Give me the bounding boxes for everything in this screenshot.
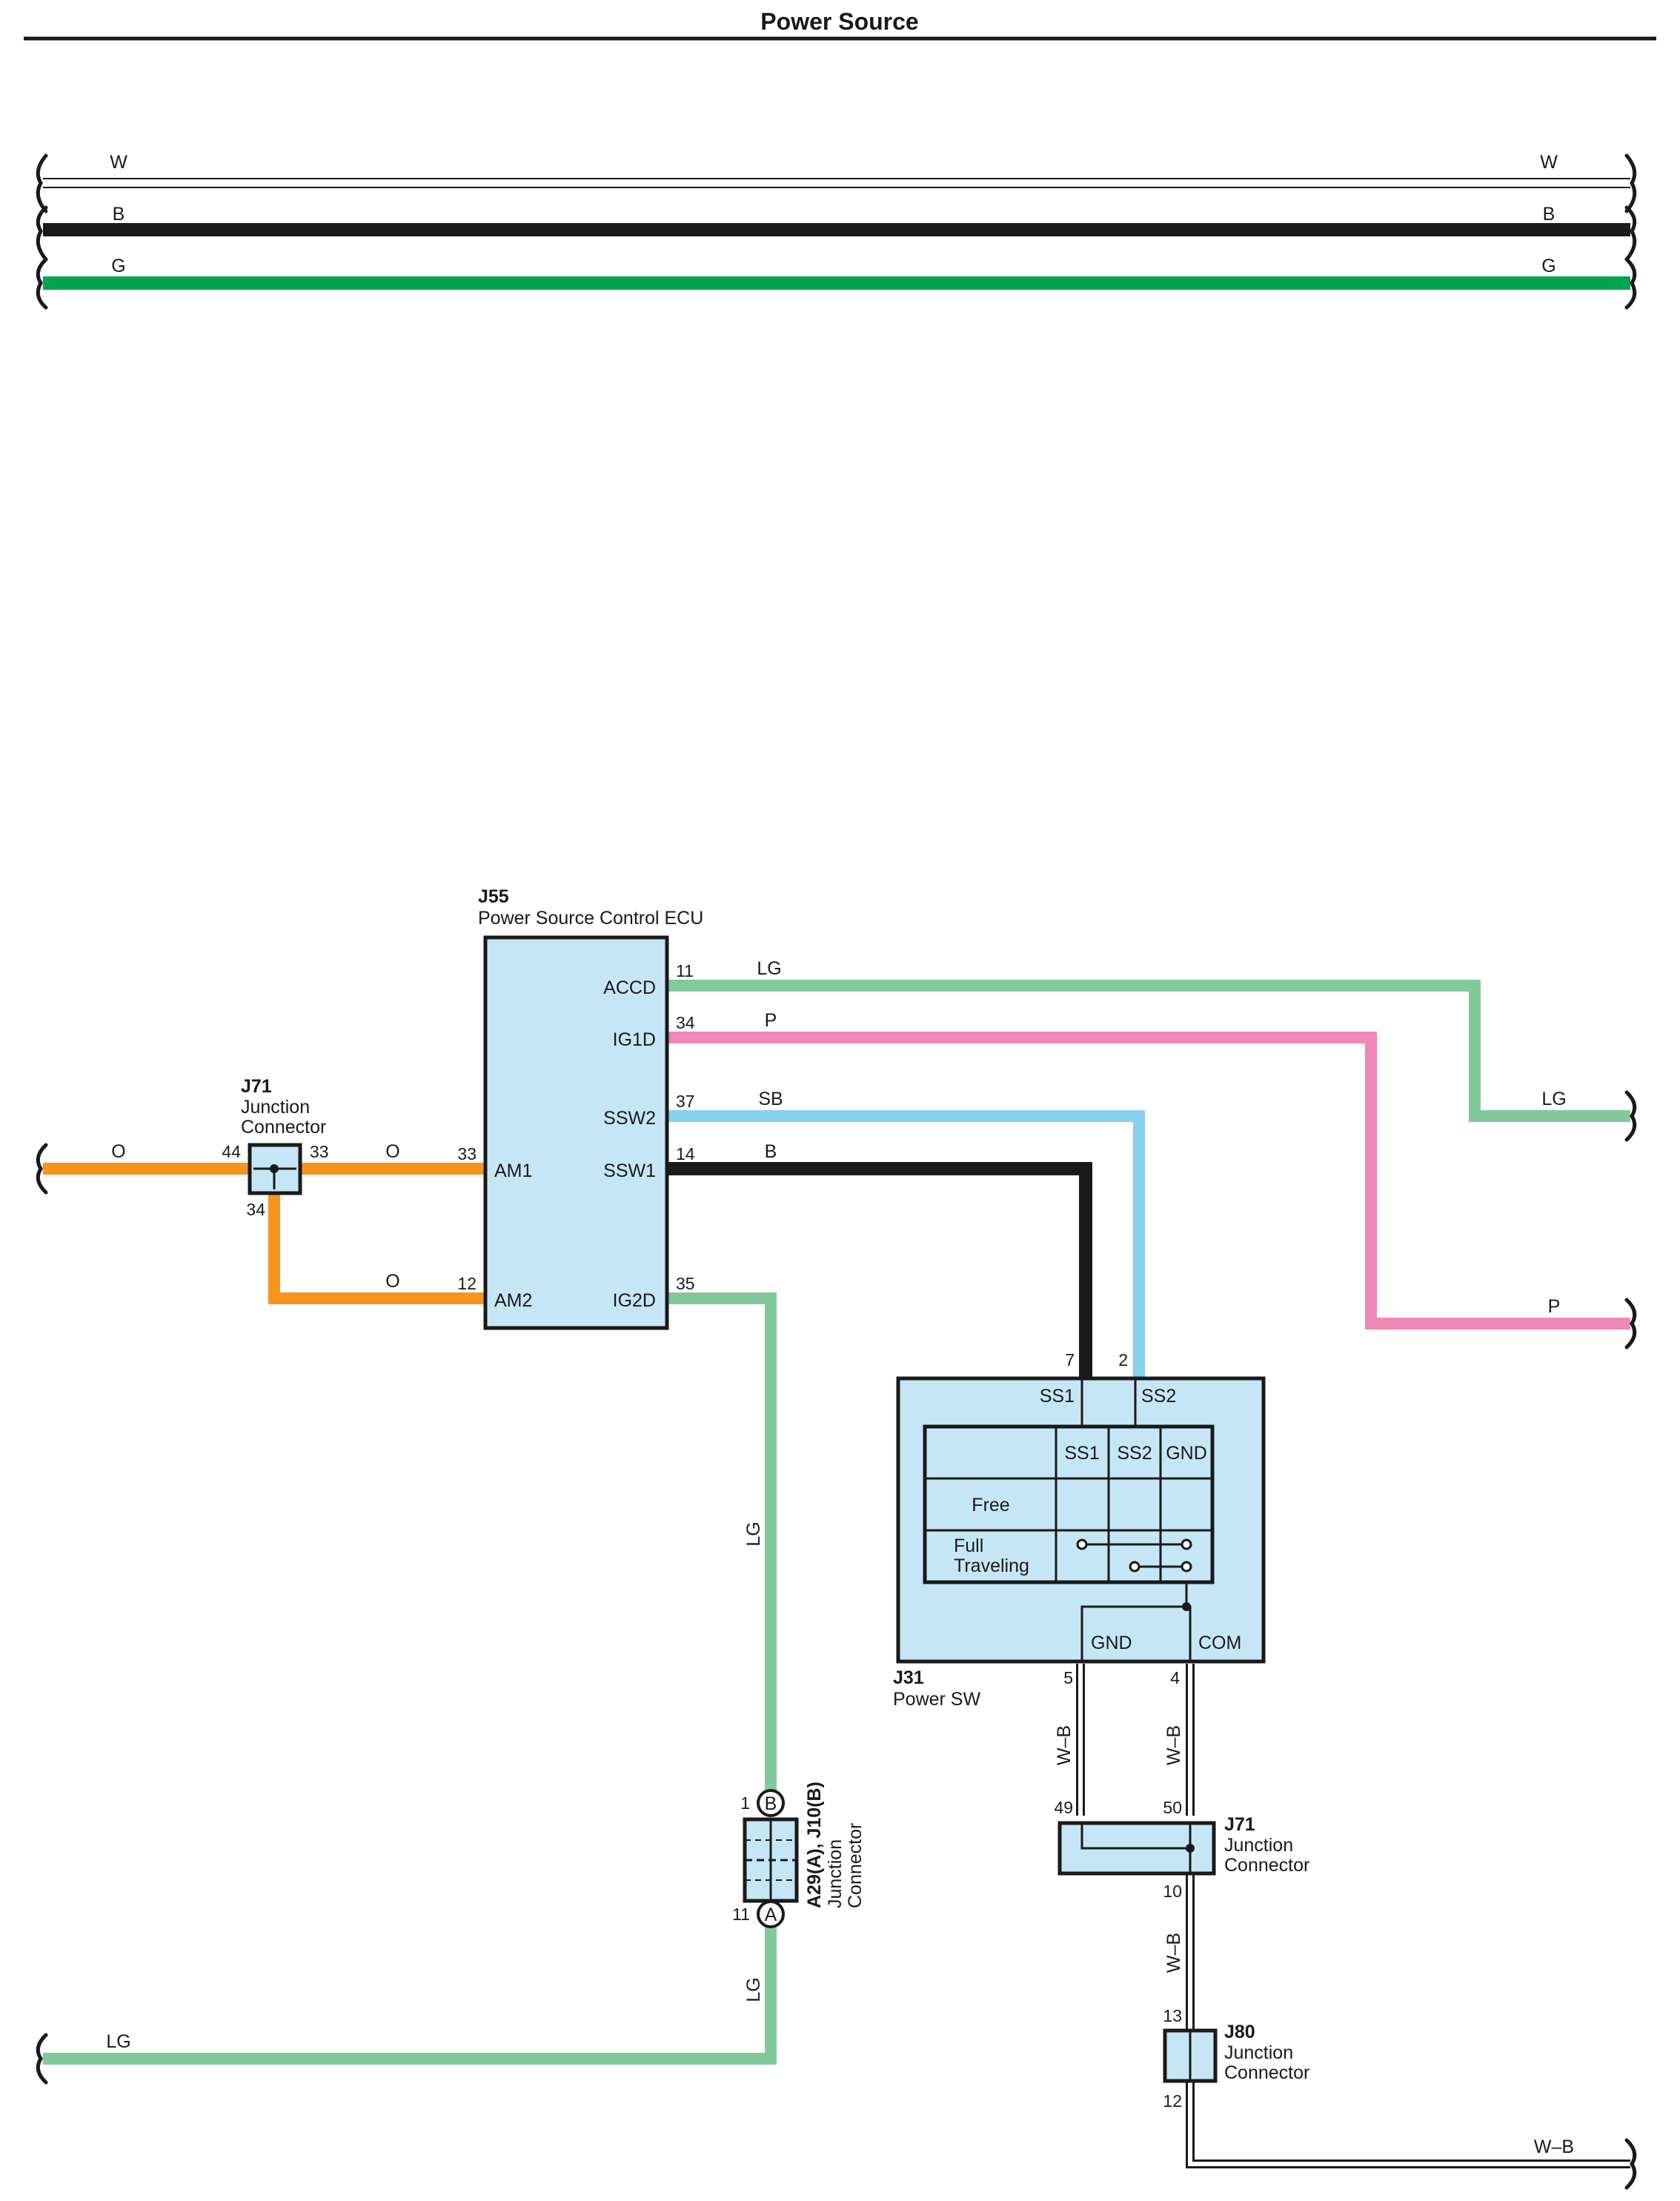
top-wire-b-label-right: B (1543, 204, 1556, 225)
power-sw-table-ss1: SS1 (1064, 1443, 1099, 1464)
page-title: Power Source (760, 8, 918, 35)
ecu-term-ig2d: IG2D (613, 1290, 656, 1311)
power-sw-term-com: COM (1198, 1633, 1241, 1653)
j80-name-1: Junction (1224, 2042, 1293, 2063)
j71-left-name-1: Junction (241, 1097, 310, 1118)
ecu-pin-ig1d: 34 (676, 1013, 695, 1032)
wire-o (43, 1163, 488, 1304)
ecu-term-ssw2: SSW2 (603, 1108, 656, 1129)
j71-left-id: J71 (241, 1076, 272, 1097)
a29-name-2: Connector (845, 1823, 866, 1908)
label-ig2d-wire-vertical: LG (743, 1521, 764, 1546)
j71-left-pin-44: 44 (222, 1142, 241, 1161)
label-gnd-wire: W–B (1054, 1725, 1075, 1765)
ecu-pin-accd: 11 (676, 961, 694, 980)
j71-right-name-1: Junction (1224, 1835, 1293, 1856)
j71-right-pin-50: 50 (1163, 1798, 1182, 1817)
a29-badge-a: A (765, 1905, 777, 1925)
label-com-wire: W–B (1163, 1725, 1184, 1765)
junction-j71-left: J71 Junction Connector 44 33 34 (222, 1076, 328, 1219)
junction-j71-right: 49 50 10 J71 Junction Connector (1054, 1798, 1309, 1901)
label-right-p: P (1548, 1296, 1561, 1317)
ecu-pin-ssw2: 37 (676, 1092, 695, 1111)
wire-p-ig1d (665, 1032, 1630, 1329)
ecu-term-ig1d: IG1D (613, 1029, 656, 1050)
label-j71-out-wire: O (385, 1141, 399, 1162)
ecu-pin-ssw1: 14 (676, 1144, 695, 1163)
ecu-pin-am2: 12 (457, 1274, 477, 1293)
j80-pin-13: 13 (1163, 2006, 1182, 2025)
label-accd-wire: LG (757, 958, 781, 979)
a29-pin-11: 11 (732, 1905, 750, 1924)
wire-w-b (1076, 1664, 1630, 2168)
wire-sb-ssw2 (665, 1110, 1145, 1378)
top-wire-b: B B (43, 204, 1630, 236)
label-left-o: O (111, 1141, 125, 1162)
power-sw-table-ss2: SS2 (1117, 1443, 1152, 1464)
wire-lg-accd (665, 980, 1630, 1122)
power-sw-row-full: Full (954, 1536, 983, 1556)
j80-id: J80 (1224, 2022, 1255, 2042)
ecu-term-am1: AM1 (494, 1161, 532, 1181)
j80-name-2: Connector (1224, 2062, 1309, 2083)
j71-right-pin-49: 49 (1054, 1798, 1073, 1817)
power-sw-pin-7: 7 (1065, 1350, 1075, 1370)
top-wire-w: W W (43, 152, 1630, 188)
power-sw-pin-4: 4 (1170, 1668, 1180, 1687)
j71-right-pin-10: 10 (1163, 1882, 1182, 1901)
label-j71-down-wire: W–B (1163, 1933, 1184, 1973)
left-edge-braces (36, 1143, 48, 2085)
a29-pin-1: 1 (740, 1793, 750, 1813)
power-sw-table-gnd: GND (1166, 1443, 1207, 1464)
j71-left-name-2: Connector (241, 1117, 326, 1138)
ecu-id: J55 (478, 886, 509, 907)
power-sw-pin-2: 2 (1118, 1350, 1128, 1370)
wire-b-ssw1 (665, 1162, 1092, 1378)
a29-name-1: Junction (825, 1839, 846, 1908)
j71-right-name-2: Connector (1224, 1855, 1309, 1876)
j71-left-pin-33: 33 (310, 1142, 329, 1161)
top-wire-g-label-right: G (1541, 256, 1556, 276)
wire-lg-ig2d (43, 1292, 777, 2065)
power-sw-name: Power SW (893, 1689, 980, 1710)
label-right-lg: LG (1541, 1089, 1566, 1109)
power-sw-j31: 7 2 SS1 SS2 SS1 SS2 GND Free Full Travel… (893, 1350, 1266, 1710)
top-wire-braces (36, 153, 1637, 310)
ecu-name: Power Source Control ECU (478, 908, 703, 929)
label-ig1d-wire: P (765, 1010, 777, 1031)
junction-j80: 13 12 J80 Junction Connector (1163, 2006, 1309, 2111)
label-am2-wire: O (385, 1271, 399, 1292)
right-edge-braces (1624, 1090, 1637, 2190)
ecu-j55: J55 Power Source Control ECU ACCD IG1D S… (457, 886, 703, 1330)
label-ssw2-wire: SB (758, 1089, 783, 1109)
top-wire-g-label-left: G (111, 256, 125, 276)
junction-a29-j10: B A 1 11 A29(A), J10(B) Junction Connect… (732, 1782, 866, 1928)
ecu-term-am2: AM2 (494, 1290, 532, 1311)
a29-badge-b: B (765, 1793, 777, 1814)
ecu-term-ssw1: SSW1 (603, 1161, 656, 1181)
power-sw-term-ss2: SS2 (1141, 1386, 1176, 1407)
power-sw-id: J31 (893, 1667, 924, 1688)
a29-id: A29(A), J10(B) (804, 1782, 825, 1908)
j80-pin-12: 12 (1163, 2091, 1182, 2111)
j71-right-id: J71 (1224, 1814, 1255, 1835)
top-wire-w-label-right: W (1540, 152, 1558, 173)
power-sw-term-ss1: SS1 (1040, 1386, 1075, 1407)
top-wire-w-label-left: W (110, 152, 127, 173)
power-sw-row-free: Free (972, 1495, 1009, 1516)
label-j80-out-wire: W–B (1534, 2137, 1574, 2157)
power-sw-pin-5: 5 (1063, 1668, 1073, 1687)
top-wire-g: G G (43, 256, 1630, 290)
power-sw-term-gnd: GND (1091, 1633, 1132, 1653)
top-wire-b-label-left: B (113, 204, 125, 225)
label-ssw1-wire: B (765, 1141, 777, 1162)
j71-left-pin-34: 34 (246, 1200, 265, 1219)
label-lower-lg-vertical: LG (743, 1977, 764, 2002)
ecu-term-accd: ACCD (603, 977, 656, 998)
ecu-pin-am1: 33 (457, 1144, 477, 1163)
label-left-lg: LG (106, 2031, 130, 2052)
power-sw-row-traveling: Traveling (954, 1556, 1029, 1576)
ecu-pin-ig2d: 35 (676, 1274, 695, 1293)
